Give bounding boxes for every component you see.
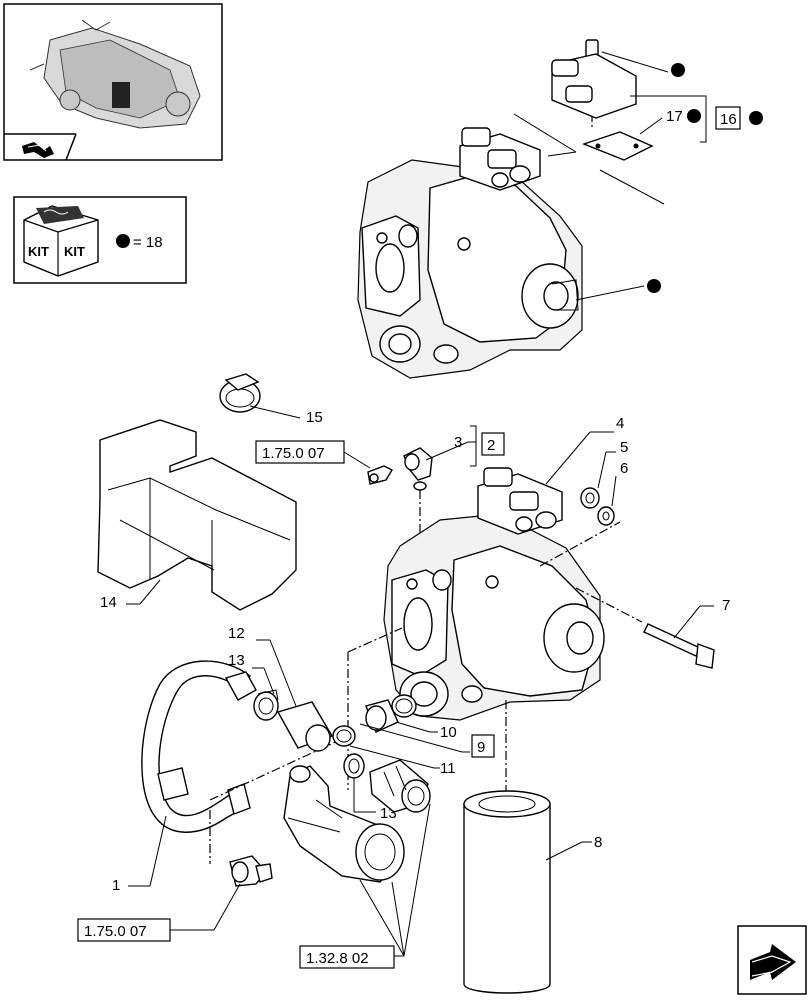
washer-6[interactable] [597,475,617,526]
callout-3[interactable]: 3 [454,434,462,451]
callout-7[interactable]: 7 [722,597,730,614]
kit-dot-icon [647,279,661,293]
reference-box-1-32-8-02[interactable]: 1.32.8 02 [299,803,431,969]
washer-5[interactable] [580,451,616,509]
overview-thumbnail[interactable] [3,3,223,161]
upper-pump-assembly[interactable] [357,127,583,379]
o-ring-11[interactable] [332,725,356,747]
callout-13-upper[interactable]: 13 [228,652,245,669]
upper-valve-kit[interactable] [551,39,654,161]
boxed-callout-9[interactable]: 9 [471,734,495,758]
elbow-housing [283,765,405,883]
kit-dot-icon [116,234,130,248]
callout-4[interactable]: 4 [616,415,624,432]
kit-legend: KIT KIT = 18 [13,196,187,284]
boxed-callout-16[interactable]: 16 [715,106,741,130]
svg-text:1.32.8 02: 1.32.8 02 [306,950,369,967]
filter-cartridge-8[interactable] [463,790,592,994]
sensor-lower [229,855,273,887]
upper-leaders [513,51,707,301]
o-ring-10[interactable] [391,694,417,718]
navigate-arrow-icon[interactable] [22,142,54,158]
kit-box-icon: KIT KIT [23,205,99,277]
bolt-7[interactable] [643,605,715,669]
callout-10[interactable]: 10 [440,724,457,741]
sensor-fitting [367,465,393,485]
hose-clamp-15[interactable] [219,373,301,419]
kit-dot-icon [671,63,685,77]
callout-15[interactable]: 15 [306,409,323,426]
next-page-arrow-icon[interactable] [737,925,807,995]
kit-dot-icon [749,111,763,125]
svg-text:1.75.0 07: 1.75.0 07 [262,445,325,462]
boxed-callout-2[interactable]: 2 [481,432,505,456]
kit-label-right: KIT [64,244,85,259]
quick-coupling [369,759,431,813]
clamp-13-lower[interactable] [343,753,376,813]
kit-dot-icon [687,109,701,123]
svg-text:16: 16 [720,111,737,128]
tractor-transmission-thumb-icon [29,19,201,129]
sleeve-12[interactable] [256,639,334,752]
kit-label-left: KIT [28,244,49,259]
callout-12[interactable]: 12 [228,625,245,642]
svg-text:9: 9 [477,739,485,756]
lower-pump-assembly[interactable] [383,467,605,721]
callout-5[interactable]: 5 [620,439,628,456]
callout-6[interactable]: 6 [620,460,628,477]
upper-solenoid-valve [459,127,541,191]
hose-assembly-1[interactable] [128,660,341,887]
callout-14[interactable]: 14 [100,594,117,611]
callout-17[interactable]: 17 [666,108,683,125]
callout-11[interactable]: 11 [440,760,456,777]
svg-text:1.75.0 07: 1.75.0 07 [84,923,147,940]
svg-text:2: 2 [487,437,495,454]
clamp-13-upper[interactable] [252,667,279,721]
adapter-fitting [365,699,399,733]
callout-8[interactable]: 8 [594,834,602,851]
pump-cover-14[interactable] [97,419,297,611]
reference-box-1-75-0-07-upper[interactable]: 1.75.0 07 [255,440,371,469]
kit-equals-label: = 18 [133,234,163,251]
reference-box-1-75-0-07-lower[interactable]: 1.75.0 07 [77,883,241,942]
lower-solenoid-valve [477,467,563,535]
callout-1[interactable]: 1 [112,877,120,894]
